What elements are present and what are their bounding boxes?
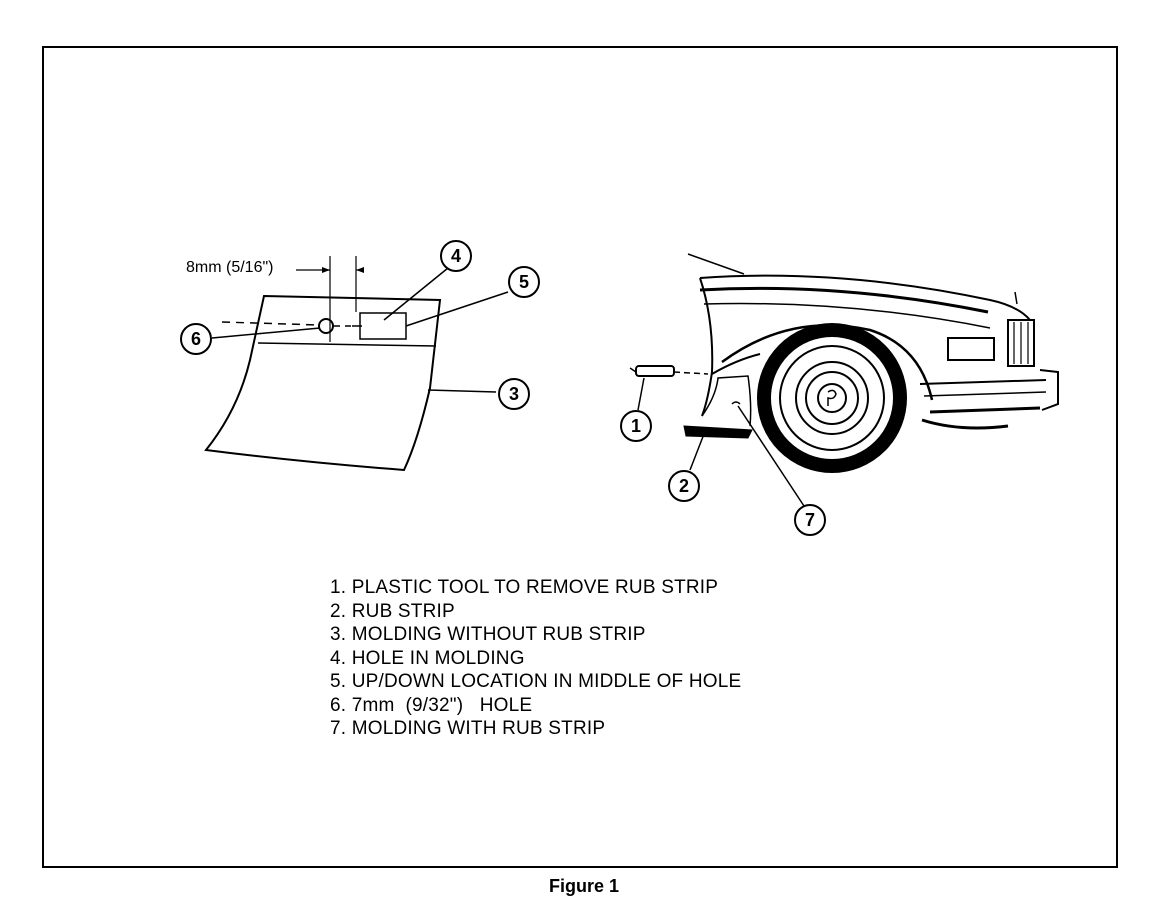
figure-caption: Figure 1 — [548, 876, 619, 896]
molding-top-band — [257, 342, 437, 347]
legend-item-7: 7. MOLDING WITH RUB STRIP — [330, 718, 606, 739]
callout-4: 4 — [440, 240, 472, 272]
leader-5 — [405, 291, 509, 327]
legend-list: 1. PLASTIC TOOL TO REMOVE RUB STRIP 2. R… — [330, 576, 741, 741]
legend-item-6: 6. 7mm (9/32") HOLE — [330, 694, 533, 716]
leader-2 — [689, 433, 705, 471]
svg-text:7: 7 — [805, 510, 815, 530]
molding-detail — [204, 256, 509, 472]
legend-item-2: 2. RUB STRIP — [330, 600, 455, 622]
svg-text:5: 5 — [519, 272, 529, 292]
svg-text:4: 4 — [451, 246, 461, 266]
leader-6 — [211, 327, 321, 339]
callout-7: 7 — [794, 504, 826, 536]
legend-item-5: 5. UP/DOWN LOCATION IN MIDDLE OF HOLE — [330, 671, 742, 692]
svg-text:1: 1 — [631, 416, 641, 436]
legend-item-3: 3. MOLDING WITHOUT RUB STRIP — [330, 624, 646, 645]
leader-7 — [737, 405, 805, 507]
callout-2: 2 — [668, 470, 700, 502]
tire — [757, 323, 907, 473]
callout-6: 6 — [180, 323, 212, 355]
plastic-tool — [635, 365, 675, 377]
callout-5: 5 — [508, 266, 540, 298]
legend-item-4: 4. HOLE IN MOLDING — [330, 647, 525, 669]
leader-1 — [637, 377, 645, 411]
svg-text:6: 6 — [191, 329, 201, 349]
callout-3: 3 — [498, 378, 530, 410]
center-line — [221, 321, 319, 326]
rub-strip — [683, 425, 753, 439]
car-front-illustration — [629, 253, 1059, 507]
svg-text:3: 3 — [509, 384, 519, 404]
hole-6 — [318, 318, 334, 334]
figure-frame — [42, 46, 1118, 868]
svg-text:2: 2 — [679, 476, 689, 496]
legend-item-1: 1. PLASTIC TOOL TO REMOVE RUB STRIP — [330, 577, 719, 598]
leader-3 — [427, 389, 497, 393]
callout-1: 1 — [620, 410, 652, 442]
leader-4 — [383, 267, 449, 321]
dimension-label: 8mm (5/16") — [186, 259, 273, 276]
